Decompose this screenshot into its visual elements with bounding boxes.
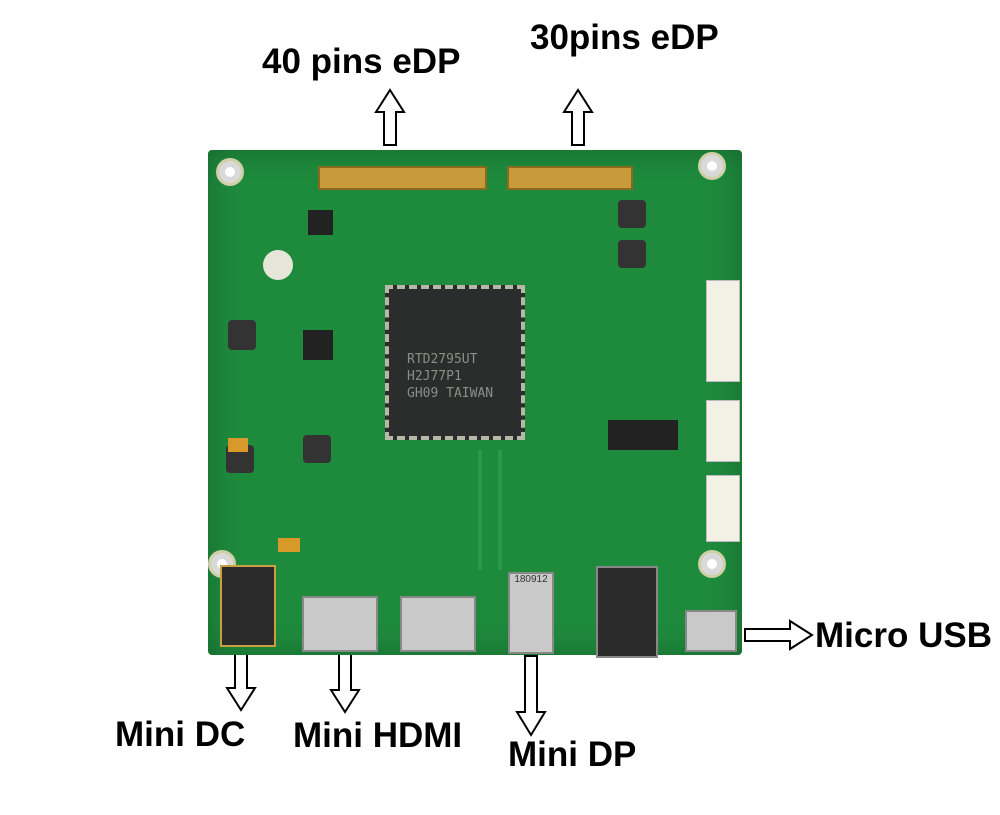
inductor [618,240,646,268]
inductor [618,200,646,228]
ic-chip-small [308,210,333,235]
side-connector[interactable] [706,280,740,382]
chip-origin: GH09 TAIWAN [407,386,494,401]
mini-dc-port[interactable] [220,565,276,647]
inductor [228,320,256,350]
inductor [303,435,331,463]
audio-jack[interactable] [596,566,658,658]
chip-model: RTD2795UT [407,352,478,367]
arrow-up-40pin [374,88,406,146]
port-marking: 180912 [514,574,548,585]
mount-hole [698,550,726,578]
connector-30pin-edp[interactable] [507,166,633,190]
micro-usb-port[interactable] [685,610,737,652]
side-connector[interactable] [706,400,740,462]
arrow-down-hdmi [329,651,361,714]
tantalum-capacitor [278,538,300,552]
tantalum-capacitor [228,438,248,452]
label-mini-dp: Mini DP [508,735,637,774]
ic-chip-small [303,330,333,360]
main-chip: RTD2795UT H2J77P1 GH09 TAIWAN [385,285,525,440]
mini-hdmi-port-2[interactable] [400,596,476,652]
trace [478,450,482,570]
label-mini-hdmi: Mini HDMI [293,716,463,755]
mount-hole [216,158,244,186]
ic-chip-small [608,420,678,450]
arrow-down-dp [515,655,547,737]
trace [498,450,502,570]
mini-dp-port[interactable]: 180912 [508,572,554,654]
connector-40pin-edp[interactable] [318,166,487,190]
capacitor [263,250,293,280]
side-connector[interactable] [706,475,740,542]
mount-hole [698,152,726,180]
label-micro-usb: Micro USB [815,616,992,655]
label-30pin-edp: 30pins eDP [530,18,719,57]
mini-hdmi-port[interactable] [302,596,378,652]
chip-batch: H2J77P1 [407,369,462,384]
arrow-right-usb [744,619,814,651]
arrow-up-30pin [562,88,594,146]
label-40pin-edp: 40 pins eDP [262,42,461,81]
label-mini-dc: Mini DC [115,715,246,754]
